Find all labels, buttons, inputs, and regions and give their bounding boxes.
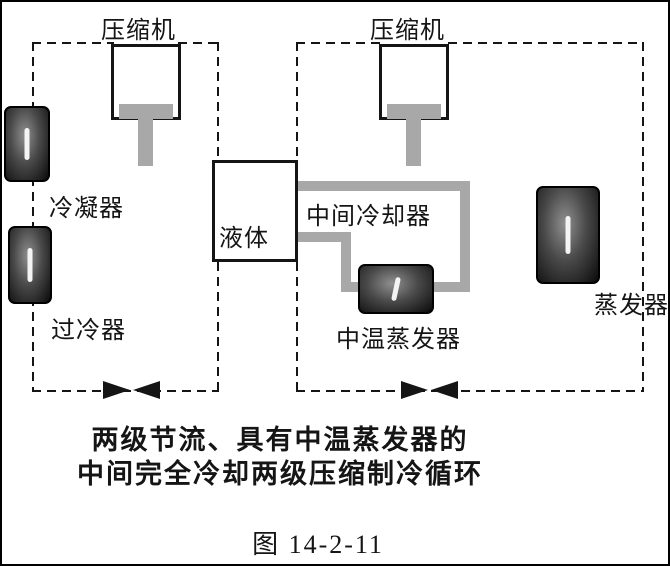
pipe-left-vertical xyxy=(341,232,351,292)
subcooler-slit-icon xyxy=(27,248,33,282)
left-loop-top-line-b xyxy=(178,42,218,44)
compressor-left-rod-icon xyxy=(138,119,153,166)
figure-number: 图 14-2-11 xyxy=(252,530,384,559)
caption-line-2: 中间完全冷却两级压缩制冷循环 xyxy=(77,459,483,489)
compressor-left-label: 压缩机 xyxy=(101,18,176,44)
subcooler-symbol xyxy=(8,226,52,304)
condenser-slit-icon xyxy=(24,128,30,160)
liquid-label: 液体 xyxy=(219,226,269,252)
subcooler-label: 过冷器 xyxy=(51,318,126,344)
pipe-right-link xyxy=(430,282,470,292)
left-loop-left-line xyxy=(32,42,34,392)
pipe-right-vertical xyxy=(460,181,470,291)
mid-temp-evaporator-slit-icon xyxy=(391,276,401,302)
compressor-right-rod-icon xyxy=(406,119,421,166)
right-loop-left-line-upper xyxy=(296,42,298,160)
condenser-symbol xyxy=(4,106,50,182)
left-loop-right-line-lower xyxy=(217,262,219,392)
right-loop-arrow-right-icon xyxy=(401,381,428,399)
mid-temp-evaporator-label: 中温蒸发器 xyxy=(336,327,461,353)
evaporator-label: 蒸发器 xyxy=(594,293,669,319)
pipe-left-jog xyxy=(341,282,365,292)
left-loop-arrow-left-icon xyxy=(133,381,160,399)
compressor-right-piston-icon xyxy=(387,104,441,119)
evaporator-symbol xyxy=(536,186,600,284)
liquid-receiver-box: 液体 xyxy=(212,160,298,262)
compressor-right-label: 压缩机 xyxy=(370,18,445,44)
left-loop-right-line-upper xyxy=(217,42,219,160)
evaporator-slit-icon xyxy=(565,216,571,254)
right-loop-top-line-b xyxy=(448,42,642,44)
left-loop-top-line-a xyxy=(32,42,114,44)
pipe-top-horizontal xyxy=(298,181,470,191)
caption-line-1: 两级节流、具有中温蒸发器的 xyxy=(91,425,469,455)
condenser-label: 冷凝器 xyxy=(49,196,124,222)
right-loop-top-line-a xyxy=(296,42,380,44)
left-loop-arrow-right-icon xyxy=(103,381,130,399)
right-loop-bottom-line xyxy=(296,390,644,392)
right-loop-arrow-left-icon xyxy=(431,381,458,399)
compressor-left-piston-icon xyxy=(119,104,173,119)
right-loop-right-line xyxy=(642,42,644,392)
right-loop-left-line-lower xyxy=(296,262,298,392)
mid-temp-evaporator-symbol xyxy=(358,264,434,314)
pipe-mid-horizontal xyxy=(298,232,350,242)
intercooler-label: 中间冷却器 xyxy=(306,204,431,230)
